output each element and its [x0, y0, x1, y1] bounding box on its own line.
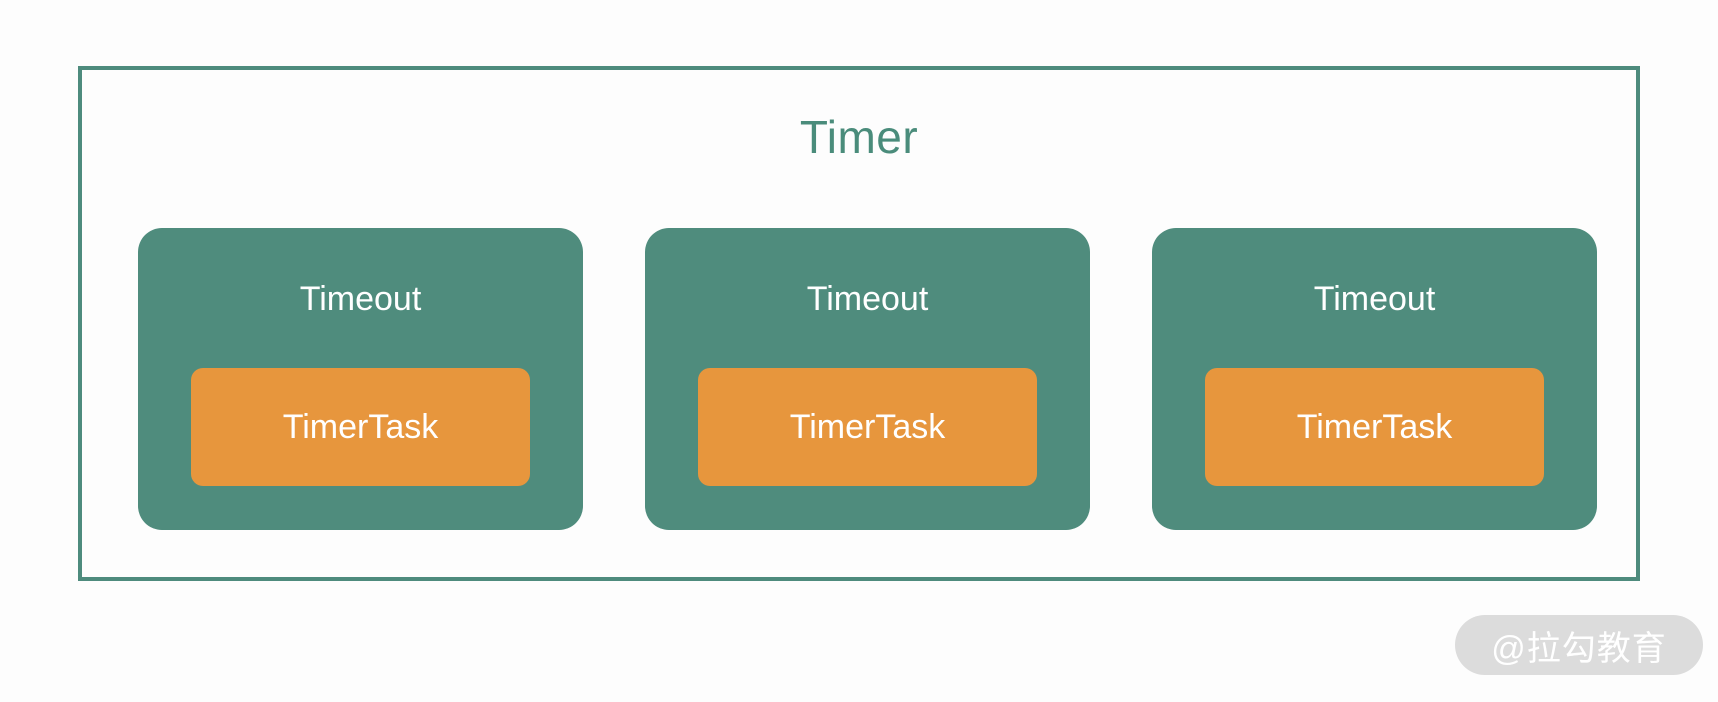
timertask-box-1: TimerTask: [191, 368, 530, 486]
timer-container: Timer Timeout TimerTask Timeout TimerTas…: [78, 66, 1640, 581]
timertask-label: TimerTask: [1296, 407, 1453, 446]
timeout-box-1: Timeout TimerTask: [138, 228, 583, 530]
watermark-text: @拉勾教育: [1491, 629, 1667, 668]
timeout-label: Timeout: [299, 280, 422, 318]
timertask-box-2: TimerTask: [698, 368, 1037, 486]
timertask-label: TimerTask: [789, 407, 946, 446]
timeout-box-2: Timeout TimerTask: [645, 228, 1090, 530]
timeout-label: Timeout: [806, 280, 929, 318]
timeout-box-3: Timeout TimerTask: [1152, 228, 1597, 530]
timer-title: Timer: [799, 111, 919, 163]
timeout-row: Timeout TimerTask Timeout TimerTask Time…: [138, 228, 1597, 530]
watermark-badge: @拉勾教育: [1455, 615, 1703, 675]
timeout-label: Timeout: [1313, 280, 1436, 318]
timertask-label: TimerTask: [282, 407, 439, 446]
timertask-box-3: TimerTask: [1205, 368, 1544, 486]
